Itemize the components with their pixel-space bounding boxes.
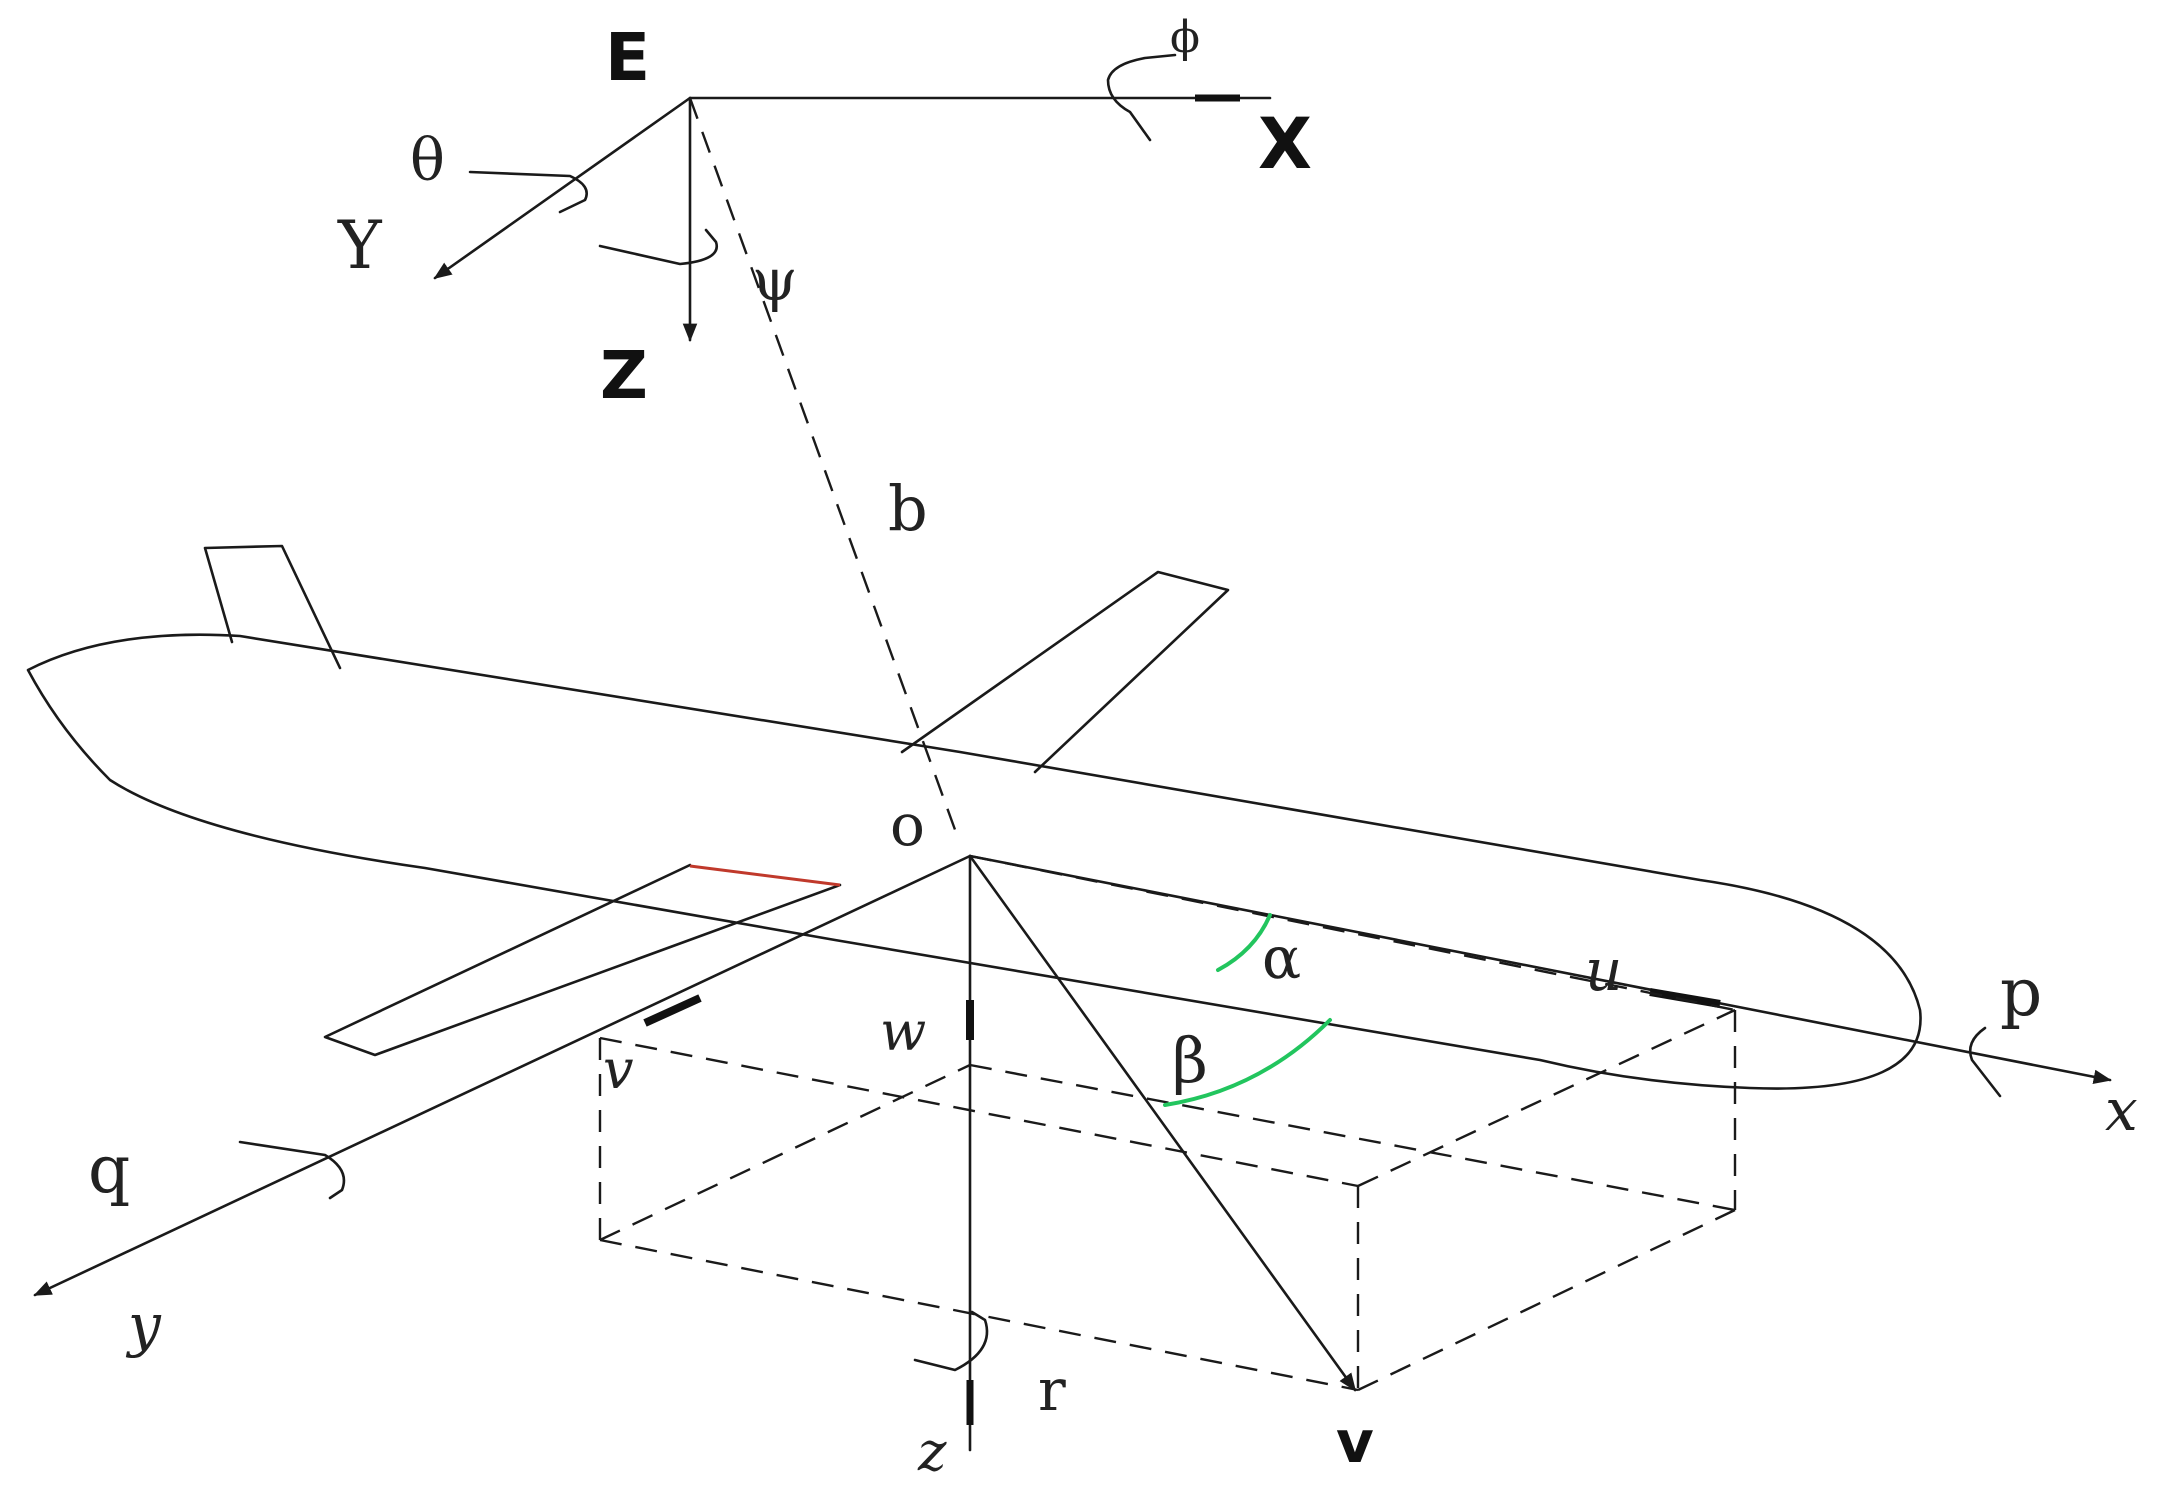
left-wing-root-edge [689,864,841,887]
earth-z-label: Z [600,337,648,414]
velocity-decomposition-box [598,854,1737,1392]
yaw-rate-label: r [1038,1356,1066,1424]
fuselage [26,633,1922,1090]
sideslip-angle-label: β [1172,1024,1208,1097]
yaw-rate-indicator [913,1310,989,1372]
body-frame [33,854,2112,1452]
body-x-axis [968,854,2112,1084]
tail-fin [203,544,342,670]
box-edge [599,1063,971,1242]
v-component-label: v [603,1038,634,1101]
right-wing [900,570,1230,774]
pitch-rate-label: q [88,1131,130,1208]
attack-angle-label: α [1262,924,1301,992]
position-vector-b [688,97,960,839]
left-wing [323,863,842,1057]
box-edge [1357,1008,1736,1188]
roll-angle-indicator [1106,53,1177,142]
sideslip-angle-arc [1163,1018,1332,1107]
box-edge [599,1238,1359,1392]
yaw-angle-indicator [598,228,719,266]
body-y-label: y [125,1291,162,1359]
pitch-rate-indicator [238,1140,346,1200]
w-label: w [880,1000,926,1063]
velocity-vector [968,854,1357,1392]
roll-rate-label: p [2000,954,2042,1031]
u-arrow [1649,988,1721,1008]
attack-angle-arc [1216,913,1272,972]
earth-y-label: Y [337,207,383,284]
roll-rate-indicator [1968,1026,2002,1098]
box-edge [969,854,1736,1012]
earth-x-label: X [1258,103,1312,185]
yaw-angle-label: ψ [752,246,797,314]
u-label: u [1585,936,1622,1004]
body-origin-label: o [890,791,925,859]
aircraft [26,544,1922,1090]
earth-origin-label: E [605,19,650,96]
body-z-label: z [917,1420,947,1483]
body-x-label: x [2105,1076,2138,1144]
box-edge [969,1063,1736,1212]
earth-frame: E X Y Z ϕ θ ψ [337,12,1312,414]
velocity-total-label: v [1336,1408,1374,1476]
pitch-angle-label: θ [410,126,445,194]
roll-angle-label: ϕ [1170,12,1200,63]
box-edge [1357,1208,1736,1392]
v-arrow [643,994,702,1027]
earth-y-axis [433,96,692,280]
box-edge [599,1036,1359,1188]
body-y-axis [33,854,972,1297]
position-vector-label: b [888,472,928,545]
pitch-angle-indicator [468,170,588,214]
